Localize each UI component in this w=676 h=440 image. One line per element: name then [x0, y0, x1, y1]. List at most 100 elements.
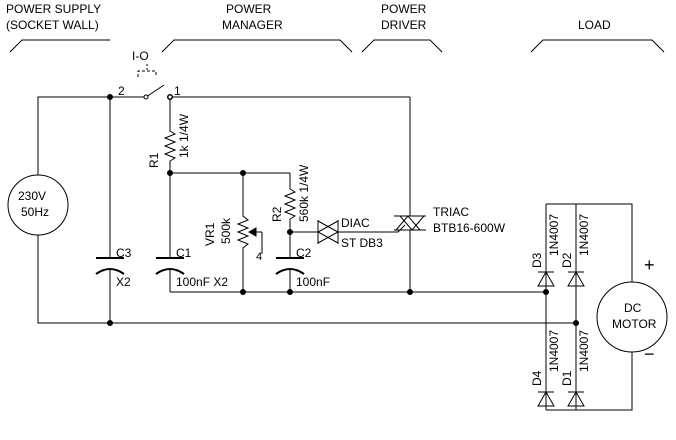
c2-value: 100nF — [296, 275, 330, 289]
wires — [37, 96, 633, 411]
resistor-r1: R1 1k 1/4W — [147, 113, 191, 168]
diac-ref: DIAC — [341, 216, 370, 230]
d3-value: 1N4007 — [547, 214, 561, 256]
diac-triangle — [317, 220, 340, 244]
motor-plus: + — [644, 255, 655, 275]
triac-value: BTB16-600W — [433, 221, 506, 235]
diode-triangle — [537, 270, 555, 287]
potentiometer-zigzag — [236, 212, 250, 252]
section-power-supply-line2: (SOCKET WALL) — [6, 18, 99, 32]
section-power-supply-line1: POWER SUPPLY — [6, 2, 101, 16]
source-circle — [7, 174, 69, 236]
wiper-arrow — [247, 227, 257, 237]
junction-dot — [107, 320, 113, 326]
d3-ref: D3 — [530, 252, 544, 268]
wire-bottom-rail — [37, 235, 546, 324]
diac: DIAC ST DB3 — [316, 216, 383, 250]
section-load-label: LOAD — [578, 18, 611, 32]
diode-d4: D4 1N4007 — [530, 330, 561, 407]
vr1-value: 500k — [219, 217, 233, 244]
section-power-manager-line2: MANAGER — [222, 18, 283, 32]
switch-pin1: 1 — [174, 84, 181, 98]
switch-blade — [145, 84, 165, 98]
junction-dot — [107, 94, 113, 100]
capacitor-plate — [155, 268, 185, 275]
c3-value: X2 — [116, 275, 131, 289]
c3-ref: C3 — [116, 246, 132, 260]
resistor-r2: R2 560k 1/4W — [270, 164, 311, 222]
section-power-driver-line2: DRIVER — [381, 18, 427, 32]
junction-dot — [543, 289, 549, 295]
c2-ref: C2 — [296, 246, 312, 260]
d1-ref: D1 — [560, 370, 574, 386]
r2-value: 560k 1/4W — [297, 164, 311, 222]
junction-dot — [240, 170, 246, 176]
switch-contact — [143, 94, 149, 100]
ac-source: 230V 50Hz — [7, 174, 69, 236]
potentiometer-vr1: 4 VR1 500k — [203, 212, 262, 263]
switch-label: I-O — [132, 49, 149, 63]
junction-dot — [240, 289, 246, 295]
triac-triangle — [394, 215, 422, 231]
section-power-driver-line1: POWER — [381, 2, 427, 16]
wiper-mark: 4 — [256, 251, 262, 263]
r1-ref: R1 — [147, 152, 161, 168]
capacitor-c2: C2 100nF — [275, 246, 330, 289]
diode-triangle — [567, 390, 585, 407]
resistor-zigzag — [163, 128, 177, 162]
section-power-manager-line1: POWER — [226, 2, 272, 16]
capacitor-plate — [275, 268, 305, 275]
section-header-power-manager: POWER MANAGER — [161, 2, 353, 53]
d2-ref: D2 — [560, 252, 574, 268]
c1-value: 100nF X2 — [176, 275, 228, 289]
wire-diac-gate — [338, 224, 406, 233]
power-switch: I-O 2 1 — [118, 49, 181, 100]
diac-triangle — [316, 220, 339, 244]
wire-motor-top — [546, 203, 633, 282]
junction-dot — [573, 320, 579, 326]
section-header-power-driver: POWER DRIVER — [361, 2, 443, 53]
source-voltage: 230V — [18, 189, 46, 203]
triac: TRIAC BTB16-600W — [394, 205, 506, 235]
diode-triangle — [537, 390, 555, 407]
junction-dot — [167, 170, 173, 176]
motor-line2: MOTOR — [612, 317, 657, 331]
capacitor-c1: C1 100nF X2 — [155, 246, 228, 289]
diode-d3: D3 1N4007 — [530, 214, 561, 287]
dc-motor: DC MOTOR + − — [596, 255, 668, 364]
r2-ref: R2 — [270, 206, 284, 222]
diode-triangle — [567, 270, 585, 287]
capacitor-c3: C3 X2 — [95, 246, 132, 289]
triac-ref: TRIAC — [433, 205, 469, 219]
motor-line1: DC — [624, 301, 642, 315]
source-frequency: 50Hz — [21, 205, 49, 219]
motor-minus: − — [644, 344, 655, 364]
switch-contact — [167, 94, 173, 100]
junction-dot — [407, 289, 413, 295]
r1-value: 1k 1/4W — [177, 113, 191, 158]
triac-triangle — [398, 215, 426, 231]
d4-ref: D4 — [530, 370, 544, 386]
section-header-load: LOAD — [530, 18, 665, 53]
section-header-power-supply: POWER SUPPLY (SOCKET WALL) — [6, 2, 110, 53]
wire-motor-bottom — [546, 352, 633, 411]
junction-dot — [287, 229, 293, 235]
vr1-ref: VR1 — [203, 222, 217, 246]
junction-dot — [287, 289, 293, 295]
bracket-power-driver — [361, 39, 443, 53]
bracket-power-manager — [161, 39, 353, 53]
c1-ref: C1 — [176, 246, 192, 260]
switch-actuator — [137, 70, 157, 77]
switch-pin2: 2 — [118, 84, 125, 98]
d4-value: 1N4007 — [547, 330, 561, 372]
diode-d2: D2 1N4007 — [560, 214, 591, 287]
d2-value: 1N4007 — [577, 214, 591, 256]
diode-d1: D1 1N4007 — [560, 330, 591, 407]
capacitor-plate — [95, 268, 125, 275]
d1-value: 1N4007 — [577, 330, 591, 372]
bracket-load — [530, 39, 665, 53]
bracket-power-supply — [9, 39, 110, 53]
diac-value: ST DB3 — [341, 236, 383, 250]
